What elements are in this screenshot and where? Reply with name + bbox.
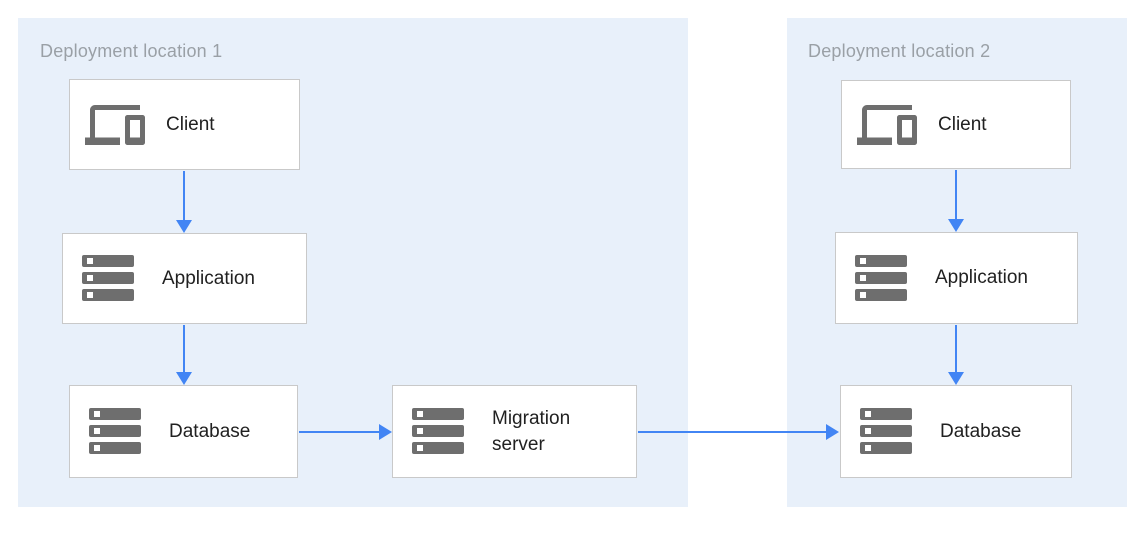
- arrow-application2-to-database2-head: [948, 372, 964, 385]
- zone-label-deployment-location-1: Deployment location 1: [40, 41, 223, 61]
- node-client-1: Client: [69, 79, 300, 170]
- arrow-client2-to-application2-line: [955, 170, 957, 220]
- devices-icon: [857, 100, 917, 150]
- arrow-migration-server-to-database2-head: [826, 424, 839, 440]
- node-database-1: Database: [69, 385, 298, 478]
- arrow-client1-to-application1-head: [176, 220, 192, 233]
- arrow-application2-to-database2-line: [955, 325, 957, 373]
- server-icon: [412, 408, 464, 455]
- arrow-client2-to-application2-head: [948, 219, 964, 232]
- node-label: Application: [935, 267, 1028, 289]
- node-migration-server: Migration server: [392, 385, 637, 478]
- node-label: Application: [162, 267, 255, 289]
- server-icon: [89, 408, 141, 455]
- arrow-database1-to-migration-server-head: [379, 424, 392, 440]
- node-label: Migration server: [492, 407, 571, 455]
- node-application-1: Application: [62, 233, 307, 324]
- node-label: Database: [940, 420, 1022, 442]
- server-icon: [855, 254, 907, 302]
- zone-label-deployment-location-2: Deployment location 2: [808, 41, 991, 61]
- server-icon: [860, 408, 912, 455]
- arrow-application1-to-database1-head: [176, 372, 192, 385]
- node-label: Client: [166, 113, 215, 135]
- node-application-2: Application: [835, 232, 1078, 324]
- node-label: Database: [169, 420, 251, 442]
- node-client-2: Client: [841, 80, 1071, 169]
- devices-icon: [85, 100, 145, 150]
- arrow-application1-to-database1-line: [183, 325, 185, 372]
- arrow-client1-to-application1-line: [183, 171, 185, 220]
- node-label: Client: [938, 113, 987, 135]
- server-icon: [82, 255, 134, 302]
- arrow-database1-to-migration-server-line: [299, 431, 380, 433]
- node-database-2: Database: [840, 385, 1072, 478]
- arrow-migration-server-to-database2-line: [638, 431, 827, 433]
